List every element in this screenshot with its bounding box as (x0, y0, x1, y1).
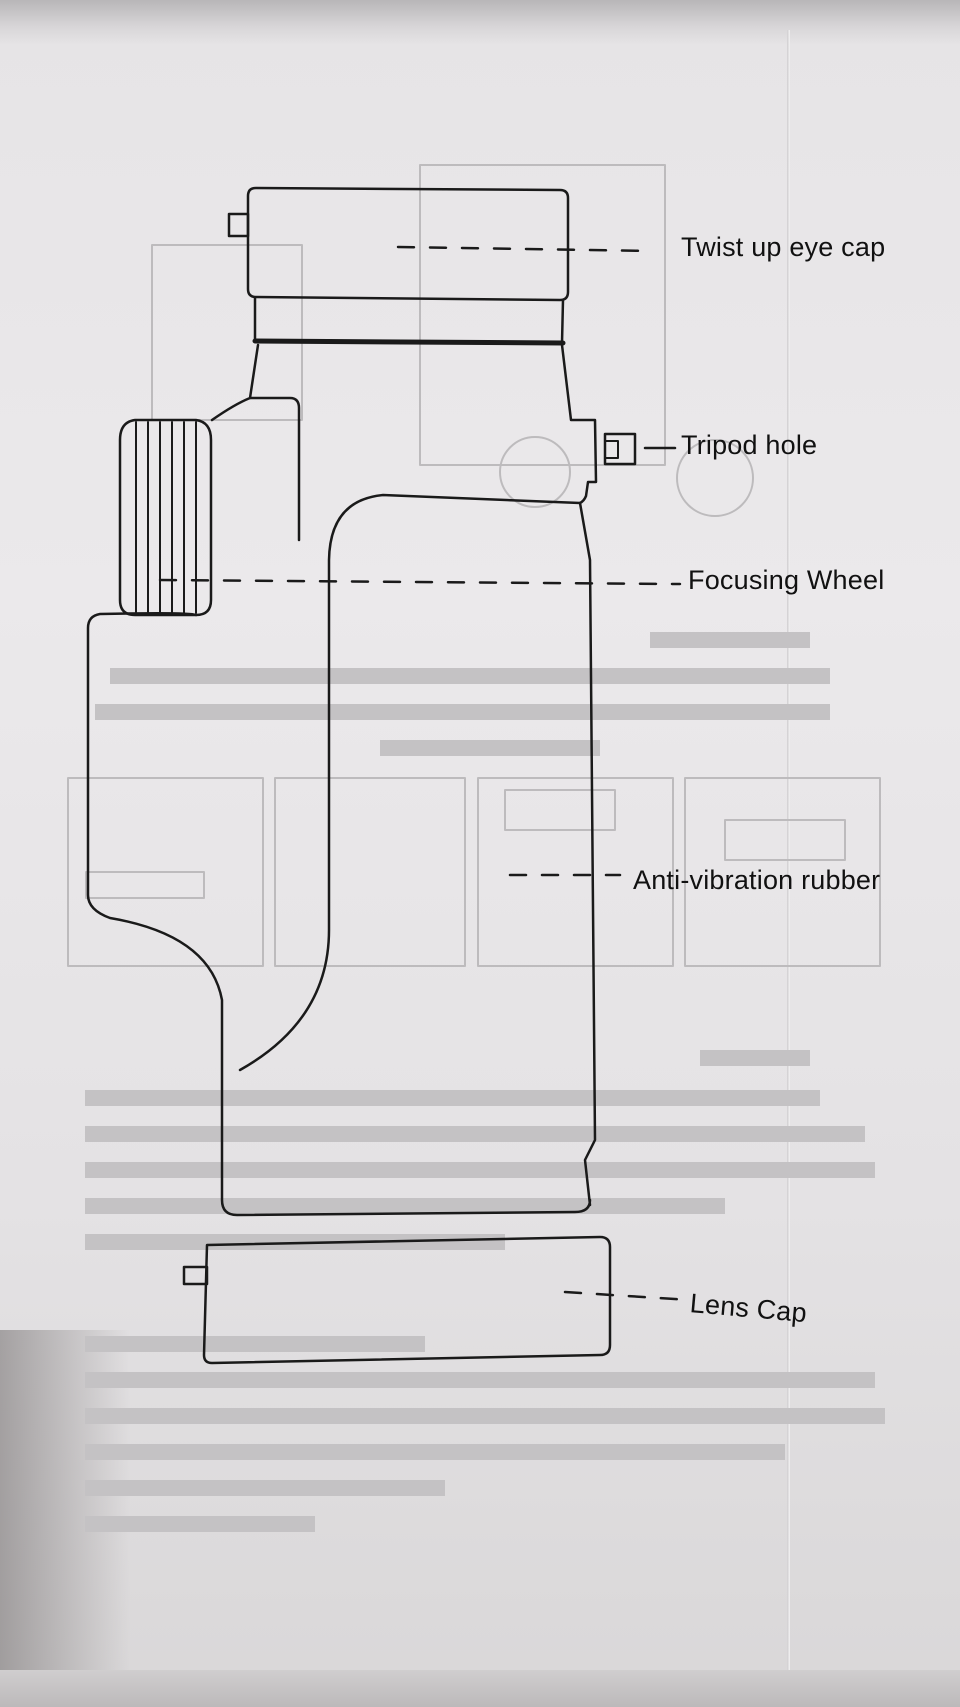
body-drawing (210, 343, 637, 1207)
show-through-text (85, 632, 885, 1532)
show-through-figures (67, 164, 881, 967)
lens-cap-drawing (182, 1235, 612, 1365)
focusing-wheel-label: Focusing Wheel (688, 565, 885, 595)
eye-cap-label: Twist up eye cap (681, 232, 886, 262)
eye-cap-drawing (227, 186, 570, 346)
leader-lines (158, 245, 692, 1302)
focus-wheel-drawing (118, 418, 213, 617)
focus-wheel-leader (158, 578, 682, 586)
paper-bottom-edge (0, 1670, 960, 1707)
lens-cap-leader (563, 1290, 692, 1302)
anti-vibration-label: Anti-vibration rubber (633, 865, 881, 895)
tripod-hole-label: Tripod hole (681, 430, 818, 460)
eye-cap-leader (396, 245, 652, 253)
lower-body-drawing (86, 611, 592, 1217)
paper-top-edge (0, 0, 960, 45)
paper-fold-line (787, 30, 790, 1707)
